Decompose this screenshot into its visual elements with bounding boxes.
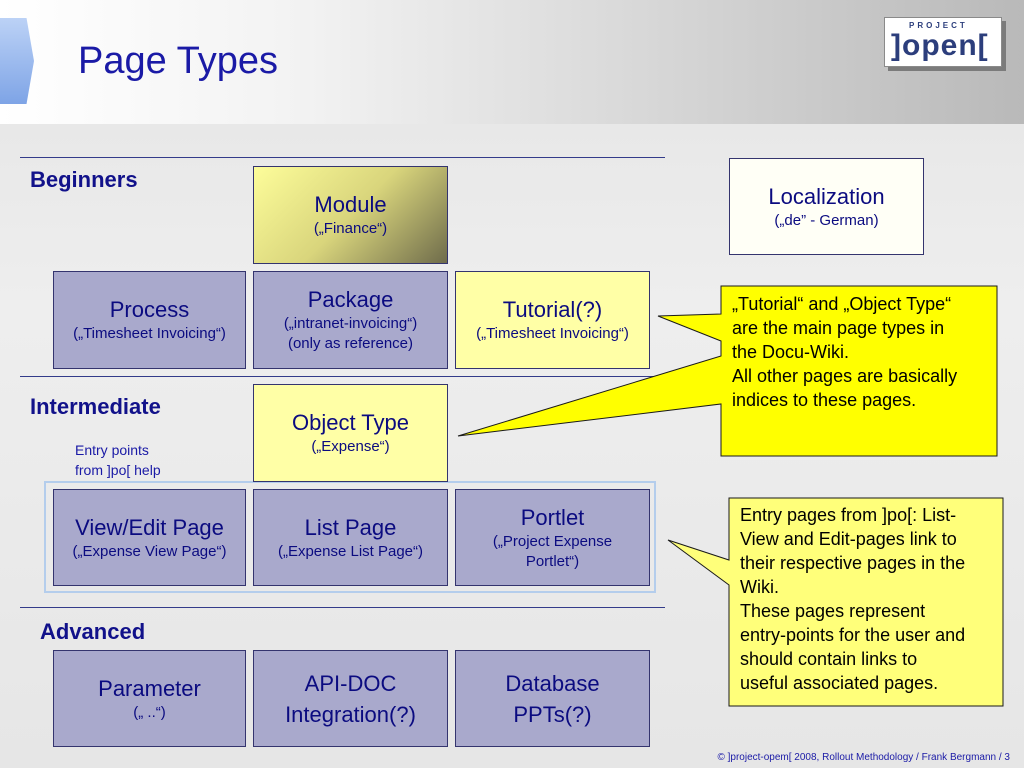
callout-bottom-shape (667, 497, 1004, 707)
callout-top-line: are the main page types in (732, 318, 945, 338)
callout-top-shape (457, 285, 998, 457)
tutorial-title: Tutorial(?) (502, 297, 603, 322)
package-subtitle-1: („intranet-invoicing“) (283, 315, 418, 332)
tutorial-subtitle: („Timesheet Invoicing“) (476, 325, 629, 342)
view-edit-page-box[interactable]: View/Edit Page („Expense View Page“) (53, 489, 246, 586)
tutorial-box[interactable]: Tutorial(?) („Timesheet Invoicing“) (455, 271, 650, 369)
parameter-box[interactable]: Parameter („ ..“) (53, 650, 246, 747)
view-edit-page-subtitle: („Expense View Page“) (72, 542, 227, 560)
callout-bottom-line: These pages represent (740, 601, 926, 621)
callout-bottom-text: Entry pages from ]po[: List- View and Ed… (740, 503, 1002, 695)
localization-subtitle: („de” - German) (774, 211, 879, 229)
portlet-subtitle-2: Portlet“) (525, 552, 580, 570)
slide-title: Page Types (78, 40, 279, 82)
project-open-logo: PROJECT ]open[ (884, 17, 1002, 67)
parameter-title: Parameter (98, 675, 201, 701)
portlet-title: Portlet (520, 504, 585, 530)
callout-bottom-line: Entry pages from ]po[: List- (740, 505, 957, 525)
callout-top-line: „Tutorial“ and „Object Type“ (732, 294, 952, 314)
database-line1: Database (505, 670, 600, 696)
module-box[interactable]: Module („Finance“) (253, 166, 448, 264)
callout-bottom-line: useful associated pages. (740, 673, 939, 693)
process-box[interactable]: Process („Timesheet Invoicing“) (53, 271, 246, 369)
parameter-subtitle: („ ..“) (133, 703, 166, 721)
divider-intermediate (20, 376, 665, 377)
database-line2: PPTs(?) (513, 701, 592, 727)
entry-points-note: Entry points from ]po[ help (75, 440, 235, 480)
slide-footer: © ]project-opem[ 2008, Rollout Methodolo… (717, 752, 1010, 763)
entry-pages-frame (44, 481, 656, 593)
object-type-title: Object Type (292, 410, 409, 435)
entry-note-line1: Entry points (75, 442, 149, 458)
callout-bottom-line: entry-points for the user and (740, 625, 966, 645)
portlet-box[interactable]: Portlet („Project Expense Portlet“) (455, 489, 650, 586)
section-label-beginners: Beginners (30, 167, 138, 192)
view-edit-page-title: View/Edit Page (75, 514, 224, 540)
database-box[interactable]: Database PPTs(?) (455, 650, 650, 747)
object-type-subtitle: („Expense“) (311, 438, 390, 455)
callout-top-text: „Tutorial“ and „Object Type“ are the mai… (732, 292, 994, 412)
list-page-subtitle: („Expense List Page“) (277, 542, 424, 560)
list-page-box[interactable]: List Page („Expense List Page“) (253, 489, 448, 586)
localization-box[interactable]: Localization („de” - German) (729, 158, 924, 255)
divider-beginners (20, 157, 665, 158)
entry-note-line2: from ]po[ help (75, 462, 161, 478)
module-title: Module (314, 192, 387, 217)
list-page-title: List Page (304, 514, 397, 540)
localization-title: Localization (768, 183, 885, 209)
api-doc-box[interactable]: API-DOC Integration(?) (253, 650, 448, 747)
header-accent-tab (0, 18, 34, 104)
callout-bottom-line: should contain links to (740, 649, 918, 669)
divider-advanced (20, 607, 665, 608)
section-label-advanced: Advanced (40, 619, 146, 644)
callout-bottom-line: their respective pages in the (740, 553, 966, 573)
callout-top-line: All other pages are basically (732, 366, 958, 386)
process-subtitle: („Timesheet Invoicing“) (73, 325, 226, 342)
callout-bottom-line: View and Edit-pages link to (740, 529, 957, 549)
module-subtitle: („Finance“) (313, 220, 388, 237)
section-label-intermediate: Intermediate (30, 394, 161, 419)
api-doc-line2: Integration(?) (285, 701, 416, 727)
callout-bottom-line: Wiki. (740, 577, 779, 597)
package-subtitle-2: (only as reference) (287, 335, 414, 352)
callout-top-line: indices to these pages. (732, 390, 917, 410)
object-type-box[interactable]: Object Type („Expense“) (253, 384, 448, 482)
package-title: Package (307, 287, 394, 312)
slide-header: Page Types PROJECT ]open[ (0, 0, 1024, 124)
logo-main-text: ]open[ (891, 29, 989, 62)
callout-top-line: the Docu-Wiki. (732, 342, 850, 362)
process-title: Process (109, 297, 190, 322)
api-doc-line1: API-DOC (304, 670, 397, 696)
portlet-subtitle-1: („Project Expense (492, 532, 613, 550)
package-box[interactable]: Package („intranet-invoicing“) (only as … (253, 271, 448, 369)
logo-superscript: PROJECT (909, 21, 968, 30)
